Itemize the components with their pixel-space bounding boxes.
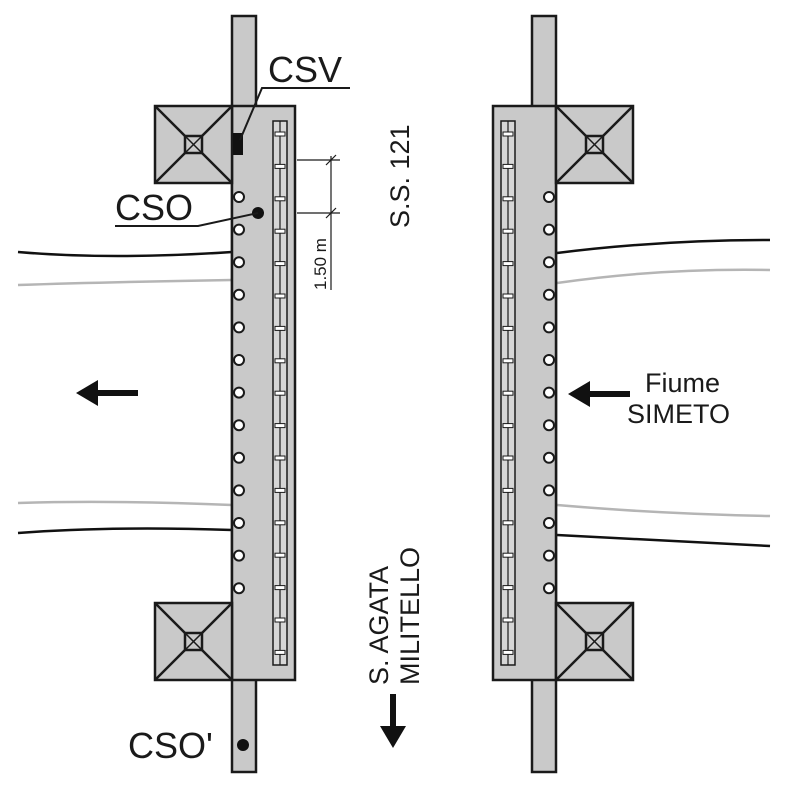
left-railing-post-11 <box>274 455 286 461</box>
town-name-line1: S. AGATA <box>364 566 394 685</box>
right-railing-post-5 <box>502 261 514 267</box>
left-railing-post-1 <box>274 131 286 137</box>
right-railing-post-12 <box>502 487 514 493</box>
right-pier-8 <box>543 419 555 432</box>
right-pier-13 <box>543 582 555 595</box>
flow-arrow-river <box>568 381 630 407</box>
right-railing-post-1 <box>502 131 514 137</box>
right-railing-post-6 <box>502 293 514 299</box>
left-abutment-top <box>153 104 234 185</box>
left-pier-7 <box>233 386 245 399</box>
left-railing-posts <box>274 131 286 655</box>
callout-leaders <box>115 87 350 227</box>
right-pier-6 <box>543 354 555 366</box>
right-abutment-bottom <box>554 601 635 682</box>
right-pier-10 <box>543 484 555 497</box>
left-pier-5 <box>233 321 245 334</box>
left-railing-post-2 <box>274 163 286 169</box>
left-railing-post-17 <box>274 649 286 655</box>
left-pier-1 <box>233 191 245 203</box>
cso-label: CSO <box>115 187 193 228</box>
right-railing-post-10 <box>502 423 514 429</box>
left-pier-6 <box>233 354 245 366</box>
csv-label: CSV <box>268 49 342 90</box>
right-railing-post-4 <box>502 228 514 234</box>
left-railing-post-10 <box>274 423 286 429</box>
town-name-line2: MILITELLO <box>395 547 425 685</box>
right-railing-post-9 <box>502 390 514 396</box>
river-water-top-right <box>556 268 771 285</box>
left-pier-12 <box>233 549 245 562</box>
direction-arrow-down <box>380 694 406 748</box>
left-pier-4 <box>233 288 245 301</box>
right-abutment-top <box>554 104 635 185</box>
csv-leader <box>239 87 350 141</box>
right-pier-markers <box>543 191 555 595</box>
left-railing-post-16 <box>274 617 286 623</box>
right-railing-post-13 <box>502 520 514 526</box>
road-label: S.S. 121 <box>385 124 415 228</box>
right-pier-7 <box>543 386 555 399</box>
csv-sensor-marker <box>233 133 243 155</box>
spacing-dimension <box>297 154 340 290</box>
river-bank-top-right <box>556 238 771 255</box>
left-railing-post-14 <box>274 552 286 558</box>
left-pier-10 <box>233 484 245 497</box>
river-bank-top-left <box>17 250 233 258</box>
river-water-bottom-left <box>17 500 233 507</box>
right-pier-11 <box>543 517 555 529</box>
river-bank-bottom-left <box>17 527 233 535</box>
left-railing-post-13 <box>274 520 286 526</box>
left-pier-8 <box>233 419 245 432</box>
right-pier-5 <box>543 321 555 334</box>
left-railing-post-3 <box>274 196 286 202</box>
left-railing-post-15 <box>274 585 286 591</box>
right-pier-12 <box>543 549 555 562</box>
right-pier-2 <box>543 223 555 236</box>
left-abutment-bottom <box>153 601 234 682</box>
cso-prime-sensor-marker <box>237 739 249 751</box>
left-pier-13 <box>233 582 245 595</box>
river-water-top-left <box>17 278 233 287</box>
river-name-line2: SIMETO <box>627 399 730 429</box>
right-railing-post-8 <box>502 358 514 364</box>
left-railing-post-6 <box>274 293 286 299</box>
left-pier-9 <box>233 451 245 464</box>
flow-arrow-left <box>76 380 138 406</box>
left-railing-post-5 <box>274 261 286 267</box>
right-railing-post-15 <box>502 585 514 591</box>
right-railing-post-17 <box>502 649 514 655</box>
right-railing-post-14 <box>502 552 514 558</box>
right-railing-post-11 <box>502 455 514 461</box>
cso-leader <box>115 212 259 227</box>
right-pier-9 <box>543 451 555 464</box>
left-pier-2 <box>233 223 245 236</box>
left-pier-3 <box>233 256 245 269</box>
left-pier-markers <box>233 191 245 595</box>
river-right <box>556 238 771 548</box>
right-railing-posts <box>502 131 514 655</box>
river-water-bottom-right <box>556 503 771 518</box>
left-railing-post-8 <box>274 358 286 364</box>
right-pier-3 <box>543 256 555 269</box>
cso-prime-label: CSO' <box>128 725 213 766</box>
left-railing-post-4 <box>274 228 286 234</box>
right-pier-4 <box>543 288 555 301</box>
river-bank-bottom-right <box>556 533 771 548</box>
right-pier-1 <box>543 191 555 203</box>
river-left <box>17 250 233 535</box>
right-bridge <box>491 14 635 774</box>
left-railing-post-12 <box>274 487 286 493</box>
left-railing-post-9 <box>274 390 286 396</box>
left-pier-11 <box>233 517 245 529</box>
right-railing-post-2 <box>502 163 514 169</box>
right-railing-post-3 <box>502 196 514 202</box>
left-bridge <box>153 14 297 774</box>
right-railing-post-7 <box>502 325 514 331</box>
spacing-label: 1.50 m <box>311 238 330 290</box>
river-name-line1: Fiume <box>645 368 720 398</box>
right-railing-post-16 <box>502 617 514 623</box>
left-railing-post-7 <box>274 325 286 331</box>
